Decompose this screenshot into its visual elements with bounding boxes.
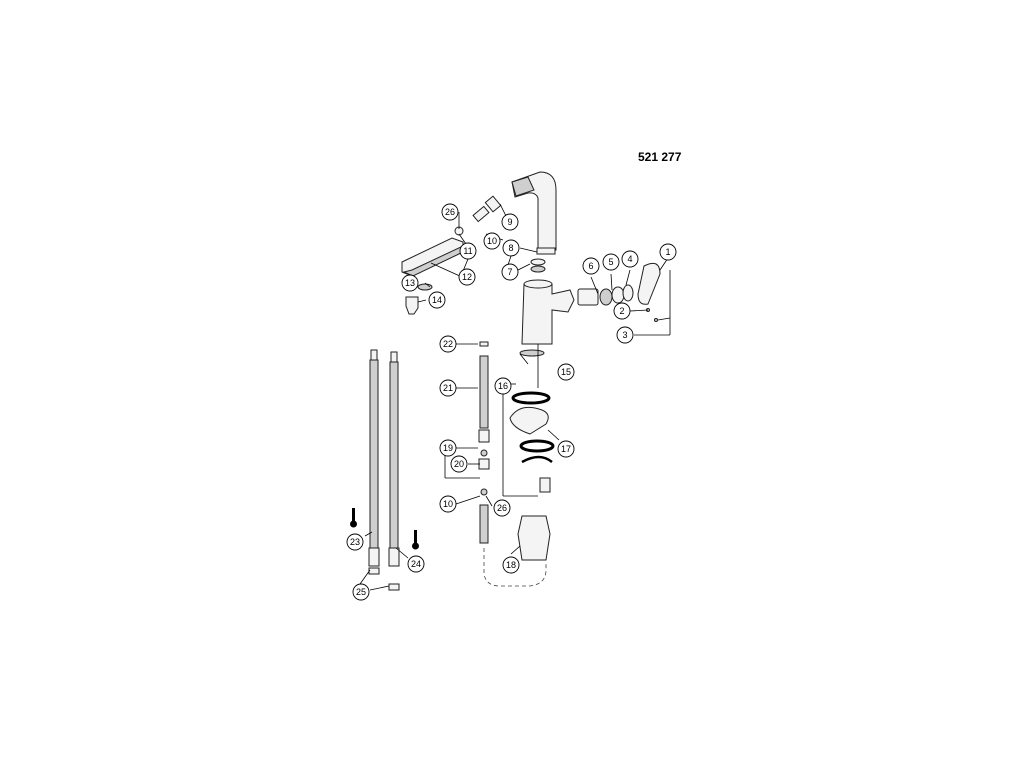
callout-22: 22 — [439, 335, 457, 353]
thermometer-icons — [350, 508, 419, 550]
svg-text:5: 5 — [608, 257, 613, 267]
callout-8: 8 — [502, 239, 520, 257]
callout-2: 2 — [613, 302, 631, 320]
braided-hose-left — [368, 349, 380, 567]
svg-text:12: 12 — [462, 272, 472, 282]
flex-hose-short — [478, 341, 490, 544]
svg-text:9: 9 — [507, 217, 512, 227]
callout-4: 4 — [621, 250, 639, 268]
braided-hose-right — [388, 351, 400, 567]
callout-13: 13 — [401, 274, 419, 292]
svg-text:1: 1 — [665, 247, 670, 257]
callout-18: 18 — [502, 556, 520, 574]
callout-6: 6 — [582, 257, 600, 275]
svg-text:11: 11 — [463, 246, 472, 256]
callout-7: 7 — [501, 263, 519, 281]
callout-10-bottom: 10 — [439, 495, 457, 513]
svg-text:23: 23 — [350, 537, 360, 547]
svg-text:17: 17 — [561, 444, 571, 454]
callout-9: 9 — [501, 213, 519, 231]
callout-19: 19 — [439, 439, 457, 457]
svg-text:15: 15 — [561, 367, 571, 377]
callout-5: 5 — [602, 253, 620, 271]
callout-15: 15 — [557, 363, 575, 381]
spout — [511, 171, 557, 255]
svg-text:3: 3 — [622, 330, 627, 340]
svg-text:14: 14 — [432, 295, 442, 305]
svg-text:24: 24 — [411, 559, 421, 569]
svg-text:25: 25 — [356, 587, 366, 597]
svg-text:26: 26 — [445, 207, 455, 217]
callout-21: 21 — [439, 379, 457, 397]
callout-17: 17 — [557, 440, 575, 458]
callout-24: 24 — [407, 555, 425, 573]
svg-text:21: 21 — [443, 383, 453, 393]
svg-text:2: 2 — [619, 306, 624, 316]
callout-25: 25 — [352, 583, 370, 601]
callout-26-top: 26 — [441, 203, 459, 221]
callout-16: 16 — [494, 377, 512, 395]
svg-text:19: 19 — [443, 443, 453, 453]
svg-text:10: 10 — [487, 236, 497, 246]
callout-1: 1 — [659, 243, 677, 261]
svg-text:18: 18 — [506, 560, 516, 570]
callout-20: 20 — [450, 455, 468, 473]
svg-text:7: 7 — [507, 267, 512, 277]
svg-text:26: 26 — [497, 503, 507, 513]
callout-26-bottom: 26 — [493, 499, 511, 517]
outlet-piece — [405, 296, 419, 315]
svg-text:20: 20 — [454, 459, 464, 469]
mixer-body — [519, 258, 575, 388]
callout-11: 11 — [459, 242, 477, 260]
svg-text:13: 13 — [405, 278, 415, 288]
side-valve — [577, 262, 661, 322]
svg-text:16: 16 — [498, 381, 508, 391]
threaded-nut — [483, 515, 551, 587]
svg-text:6: 6 — [588, 261, 593, 271]
base-assembly — [509, 391, 555, 493]
article-number: 521 277 — [638, 150, 682, 164]
callout-10-top: 10 — [483, 232, 501, 250]
svg-text:22: 22 — [443, 339, 453, 349]
callout-23: 23 — [346, 533, 364, 551]
handle-lever — [401, 237, 464, 277]
leader-lines — [359, 203, 671, 591]
callout-12: 12 — [458, 268, 476, 286]
callout-14: 14 — [428, 291, 446, 309]
svg-text:8: 8 — [508, 243, 513, 253]
callout-3: 3 — [616, 326, 634, 344]
cartridge-small — [454, 195, 502, 236]
svg-text:4: 4 — [627, 254, 632, 264]
svg-text:10: 10 — [443, 499, 453, 509]
